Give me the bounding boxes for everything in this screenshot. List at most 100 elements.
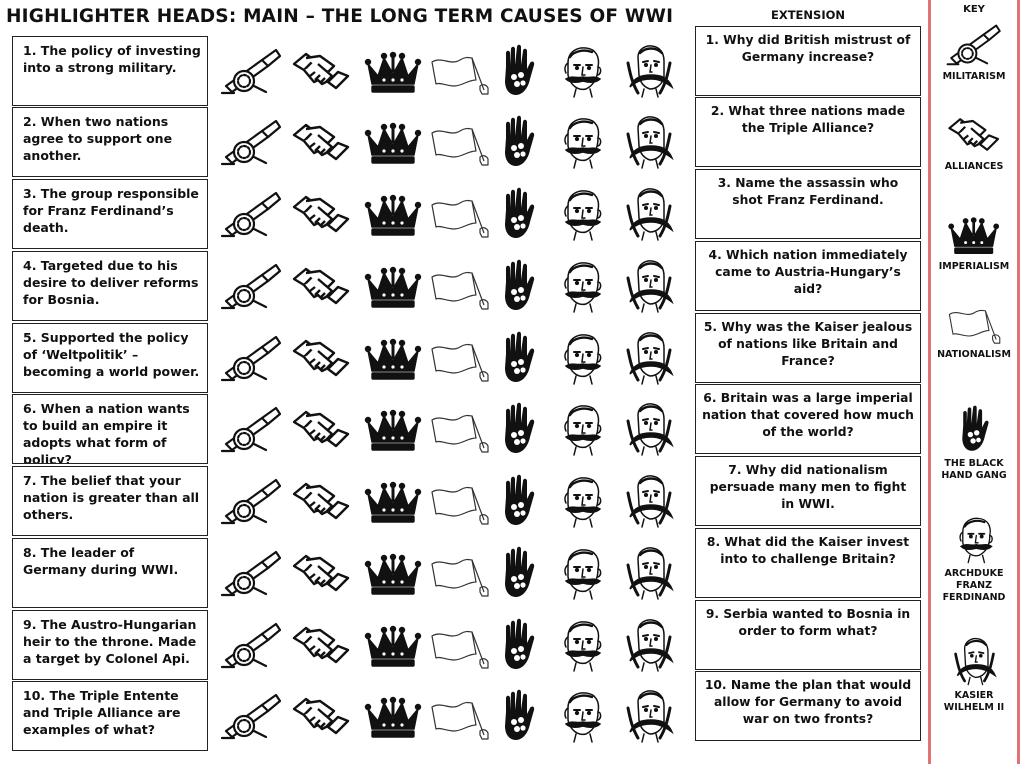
key-heading: KEY: [963, 4, 985, 15]
extension-question-box: 8. What did the Kaiser invest into to ch…: [695, 528, 921, 598]
flag-icon[interactable]: [426, 117, 492, 167]
key-label: IMPERIALISM: [938, 261, 1010, 272]
extension-question-box: 9. Serbia wanted to Bosnia in order to f…: [695, 600, 921, 670]
cannon-icon[interactable]: [218, 404, 284, 454]
icon-choices: [218, 610, 692, 680]
black-hand-icon[interactable]: [498, 43, 538, 99]
franz-ferdinand-portrait-icon[interactable]: [556, 330, 606, 386]
cannon-icon[interactable]: [218, 117, 284, 167]
black-hand-icon[interactable]: [498, 186, 538, 242]
black-hand-icon[interactable]: [498, 258, 538, 314]
black-hand-icon[interactable]: [498, 401, 538, 457]
cannon-icon[interactable]: [218, 620, 284, 670]
flag-icon[interactable]: [426, 189, 492, 239]
flag-icon[interactable]: [426, 476, 492, 526]
extension-question-box: 10. Name the plan that would allow for G…: [695, 671, 921, 741]
cannon-icon[interactable]: [218, 261, 284, 311]
crown-icon[interactable]: [360, 261, 426, 311]
cannon-icon: [944, 22, 1003, 67]
franz-ferdinand-portrait-icon[interactable]: [556, 545, 606, 601]
crown-icon[interactable]: [360, 691, 426, 741]
key-label: KASIER WILHELM II: [943, 690, 1005, 714]
cannon-icon[interactable]: [218, 476, 284, 526]
crown-icon[interactable]: [360, 476, 426, 526]
crown-icon: [944, 212, 1003, 257]
kaiser-wilhelm-portrait-icon[interactable]: [624, 330, 674, 386]
handshake-icon: [944, 112, 1003, 157]
kaiser-wilhelm-portrait-icon[interactable]: [624, 688, 674, 744]
handshake-icon[interactable]: [288, 548, 354, 598]
flag-icon[interactable]: [426, 261, 492, 311]
key-label: NATIONALISM: [937, 349, 1011, 360]
kaiser-wilhelm-portrait-icon[interactable]: [624, 473, 674, 529]
black-hand-icon[interactable]: [498, 114, 538, 170]
crown-icon[interactable]: [360, 333, 426, 383]
flag-icon[interactable]: [426, 620, 492, 670]
kaiser-wilhelm-portrait-icon[interactable]: [624, 617, 674, 673]
franz-ferdinand-portrait-icon[interactable]: [556, 617, 606, 673]
key-item: THE BLACK HAND GANG: [931, 404, 1017, 482]
key-item: IMPERIALISM: [931, 212, 1017, 273]
franz-ferdinand-portrait-icon[interactable]: [556, 258, 606, 314]
kaiser-wilhelm-portrait-icon[interactable]: [624, 114, 674, 170]
cannon-icon[interactable]: [218, 189, 284, 239]
crown-icon[interactable]: [360, 117, 426, 167]
icon-choices: [218, 36, 692, 106]
kaiser-wilhelm-portrait-icon[interactable]: [624, 401, 674, 457]
franz-ferdinand-portrait-icon[interactable]: [556, 688, 606, 744]
crown-icon[interactable]: [360, 404, 426, 454]
handshake-icon[interactable]: [288, 46, 354, 96]
extension-question-box: 2. What three nations made the Triple Al…: [695, 97, 921, 167]
franz-ferdinand-portrait-icon[interactable]: [556, 473, 606, 529]
handshake-icon[interactable]: [288, 691, 354, 741]
icon-choices: [218, 179, 692, 249]
handshake-icon[interactable]: [288, 404, 354, 454]
key-item: KASIER WILHELM II: [931, 636, 1017, 714]
kaiser-wilhelm-portrait-icon[interactable]: [624, 43, 674, 99]
cannon-icon[interactable]: [218, 691, 284, 741]
kaiser-wilhelm-portrait-icon[interactable]: [624, 258, 674, 314]
icon-choices: [218, 681, 692, 751]
franz-ferdinand-portrait-icon[interactable]: [556, 401, 606, 457]
crown-icon[interactable]: [360, 620, 426, 670]
black-hand-icon[interactable]: [498, 545, 538, 601]
franz-ferdinand-portrait-icon[interactable]: [556, 43, 606, 99]
handshake-icon[interactable]: [288, 189, 354, 239]
black-hand-icon[interactable]: [498, 473, 538, 529]
cannon-icon[interactable]: [218, 548, 284, 598]
extension-question-box: 4. Which nation immediately came to Aust…: [695, 241, 921, 311]
crown-icon[interactable]: [360, 548, 426, 598]
handshake-icon[interactable]: [288, 117, 354, 167]
key-label: MILITARISM: [942, 71, 1006, 82]
flag-icon[interactable]: [426, 333, 492, 383]
flag-icon[interactable]: [426, 404, 492, 454]
cannon-icon[interactable]: [218, 46, 284, 96]
page-title: HIGHLIGHTER HEADS: MAIN – THE LONG TERM …: [6, 6, 674, 27]
flag-icon[interactable]: [426, 691, 492, 741]
handshake-icon[interactable]: [288, 333, 354, 383]
extension-question-box: 6. Britain was a large imperial nation t…: [695, 384, 921, 454]
cannon-icon[interactable]: [218, 333, 284, 383]
crown-icon[interactable]: [360, 46, 426, 96]
icon-choices: [218, 107, 692, 177]
franz-ferdinand-portrait-icon[interactable]: [556, 186, 606, 242]
key-label: ARCHDUKE FRANZ FERDINAND: [942, 568, 1006, 604]
crown-icon[interactable]: [360, 189, 426, 239]
kaiser-wilhelm-portrait-icon[interactable]: [624, 545, 674, 601]
question-box: 6. When a nation wants to build an empir…: [12, 394, 208, 464]
handshake-icon[interactable]: [288, 261, 354, 311]
black-hand-icon[interactable]: [498, 617, 538, 673]
flag-icon[interactable]: [426, 548, 492, 598]
extension-question-box: 3. Name the assassin who shot Franz Ferd…: [695, 169, 921, 239]
handshake-icon[interactable]: [288, 476, 354, 526]
handshake-icon[interactable]: [288, 620, 354, 670]
flag-icon[interactable]: [426, 46, 492, 96]
franz-ferdinand-portrait-icon[interactable]: [556, 114, 606, 170]
icon-choices: [218, 466, 692, 536]
question-box: 5. Supported the policy of ‘Weltpolitik’…: [12, 323, 208, 393]
icon-choices: [218, 394, 692, 464]
black-hand-icon[interactable]: [498, 688, 538, 744]
kaiser-wilhelm-portrait-icon[interactable]: [624, 186, 674, 242]
black-hand-icon[interactable]: [498, 330, 538, 386]
